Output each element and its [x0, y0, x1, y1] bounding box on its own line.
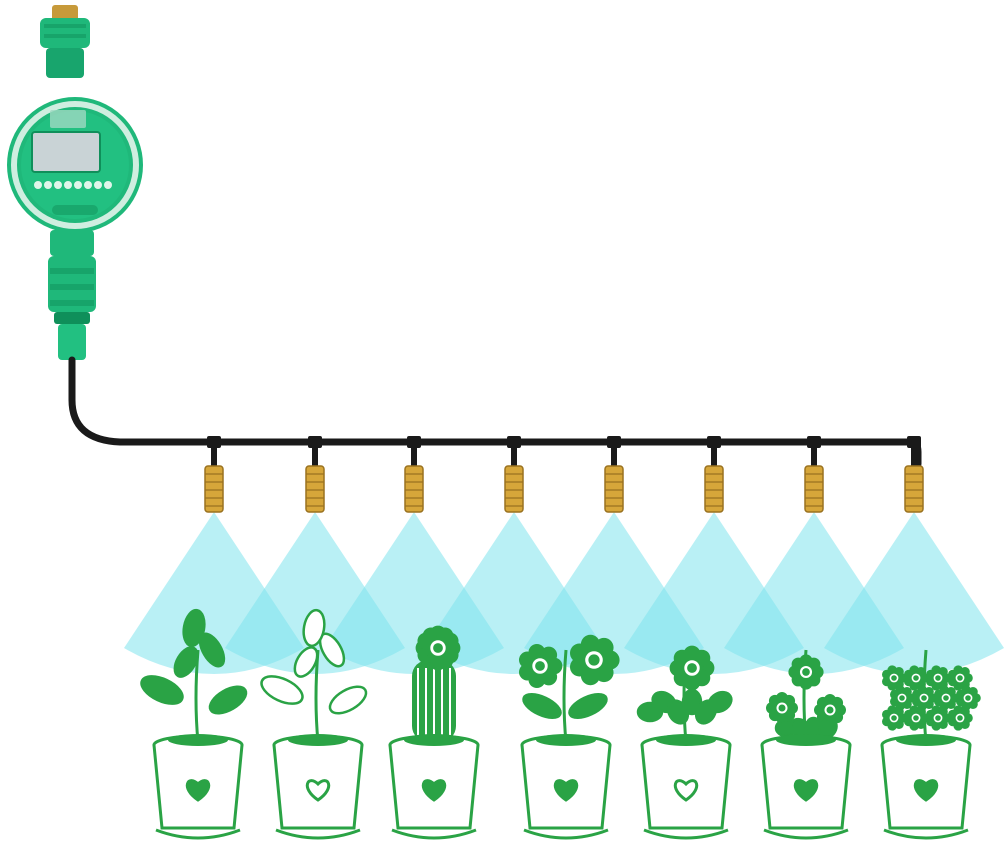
- spray-cone: [824, 512, 1004, 674]
- plant-outlined-sprout: [260, 608, 368, 743]
- mist-nozzle: [404, 436, 424, 513]
- mist-nozzle: [604, 436, 624, 513]
- plant-flower-bush: [636, 645, 733, 743]
- potted-plant: [760, 649, 852, 840]
- heart-outline-icon: [673, 779, 699, 802]
- plant-leafy-sprout: [140, 608, 248, 743]
- potted-plant: [388, 625, 480, 840]
- heart-outline-icon: [305, 779, 331, 802]
- pot-group: [140, 608, 981, 840]
- potted-plant: [518, 634, 620, 840]
- timer-lcd-screen: [31, 131, 101, 173]
- heart-filled-icon: [421, 779, 447, 802]
- potted-plant: [636, 645, 733, 840]
- plant-dense-bush: [881, 649, 981, 743]
- heart-filled-icon: [185, 779, 211, 802]
- mist-nozzle: [204, 436, 224, 513]
- water-timer: [7, 5, 143, 360]
- top-brass-connector: [52, 5, 78, 21]
- plant-big-flower: [518, 634, 620, 743]
- bottom-connector: [50, 230, 94, 256]
- flower-pot: [152, 734, 244, 840]
- flower-pot: [520, 734, 612, 840]
- heart-filled-icon: [553, 779, 579, 802]
- mist-nozzle: [804, 436, 824, 513]
- timer-buttons: [34, 181, 112, 189]
- flower-pot: [640, 734, 732, 840]
- flower-pot: [388, 734, 480, 840]
- mist-nozzle: [704, 436, 724, 513]
- potted-plant: [140, 608, 248, 840]
- plant-cactus-flower: [412, 625, 461, 743]
- mist-nozzle: [305, 436, 325, 513]
- potted-plant: [880, 649, 981, 840]
- nozzle-group: [204, 436, 924, 513]
- mist-nozzle: [504, 436, 524, 513]
- supply-tube: [68, 356, 922, 468]
- heart-filled-icon: [793, 779, 819, 802]
- heart-filled-icon: [913, 779, 939, 802]
- mist-nozzle: [904, 436, 924, 513]
- potted-plant: [260, 608, 368, 840]
- spray-mist-group: [124, 512, 1004, 674]
- flower-pot: [880, 734, 972, 840]
- flower-pot: [272, 734, 364, 840]
- top-nut: [40, 18, 90, 48]
- flower-pot: [760, 734, 852, 840]
